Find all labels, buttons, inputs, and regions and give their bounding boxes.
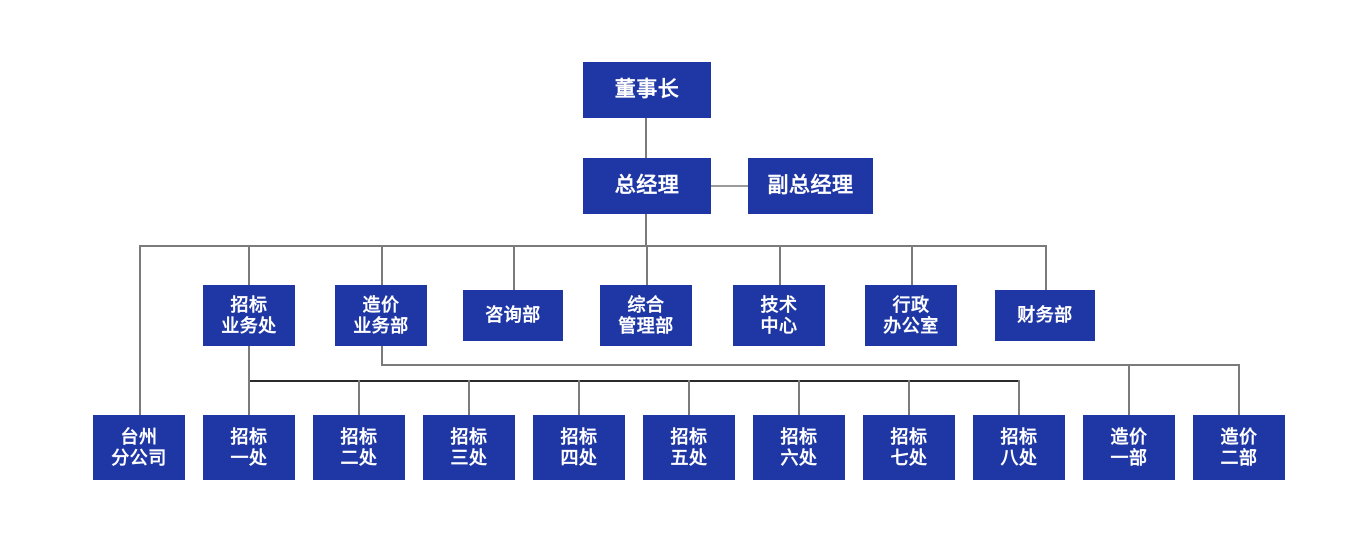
node-dept-technology-center[interactable]: 技术 中心 xyxy=(733,285,825,346)
bus-bid-units xyxy=(248,380,1020,382)
node-unit-bidding-7[interactable]: 招标 七处 xyxy=(863,415,955,480)
node-unit-cost-2[interactable]: 造价 二部 xyxy=(1193,415,1285,480)
node-dept-general-management[interactable]: 综合 管理部 xyxy=(600,285,692,346)
node-unit-bidding-7-label: 招标 七处 xyxy=(890,427,928,468)
drop-to-dept-1 xyxy=(248,245,250,285)
drop-to-unit-6 xyxy=(688,380,690,415)
drop-to-dept-5 xyxy=(779,245,781,285)
drop-to-unit-4 xyxy=(468,380,470,415)
node-dept-general-management-label: 综合 管理部 xyxy=(618,295,674,336)
node-dept-bidding-business[interactable]: 招标 业务处 xyxy=(203,285,295,346)
node-unit-bidding-1[interactable]: 招标 一处 xyxy=(203,415,295,480)
node-unit-taizhou-branch[interactable]: 台州 分公司 xyxy=(93,415,185,480)
drop-to-unit-2 xyxy=(248,380,250,415)
node-dept-consulting[interactable]: 咨询部 xyxy=(463,290,563,341)
node-chairman[interactable]: 董事长 xyxy=(583,62,711,118)
node-deputy-general-manager[interactable]: 副总经理 xyxy=(748,158,873,214)
connector-chairman-to-gm xyxy=(645,118,647,158)
bus-departments xyxy=(139,245,1047,247)
drop-to-unit-11 xyxy=(1238,364,1240,415)
node-dept-administrative-office-label: 行政 办公室 xyxy=(883,295,939,336)
drop-to-dept-3 xyxy=(513,245,515,290)
node-unit-cost-2-label: 造价 二部 xyxy=(1220,427,1258,468)
node-unit-bidding-5[interactable]: 招标 五处 xyxy=(643,415,735,480)
drop-dept-2-to-cost-bus xyxy=(381,346,383,366)
node-unit-cost-1[interactable]: 造价 一部 xyxy=(1083,415,1175,480)
node-unit-bidding-6-label: 招标 六处 xyxy=(780,427,818,468)
drop-to-unit-1 xyxy=(139,245,141,415)
node-unit-bidding-4-label: 招标 四处 xyxy=(560,427,598,468)
node-unit-bidding-5-label: 招标 五处 xyxy=(670,427,708,468)
node-dept-finance-label: 财务部 xyxy=(1017,305,1073,326)
node-dept-bidding-business-label: 招标 业务处 xyxy=(221,295,277,336)
node-unit-bidding-1-label: 招标 一处 xyxy=(230,427,268,468)
node-unit-bidding-6[interactable]: 招标 六处 xyxy=(753,415,845,480)
drop-to-dept-4 xyxy=(646,245,648,285)
node-general-manager-label: 总经理 xyxy=(614,174,680,198)
node-unit-bidding-8-label: 招标 八处 xyxy=(1000,427,1038,468)
node-dept-cost-business[interactable]: 造价 业务部 xyxy=(335,285,427,346)
connector-gm-to-deputy xyxy=(710,185,748,187)
node-unit-bidding-2[interactable]: 招标 二处 xyxy=(313,415,405,480)
node-dept-technology-center-label: 技术 中心 xyxy=(760,295,798,336)
drop-dept-1-to-bid-bus xyxy=(248,346,250,382)
node-unit-taizhou-branch-label: 台州 分公司 xyxy=(111,427,167,468)
node-dept-finance[interactable]: 财务部 xyxy=(995,290,1095,341)
node-dept-administrative-office[interactable]: 行政 办公室 xyxy=(865,285,957,346)
drop-to-unit-9 xyxy=(1018,380,1020,415)
node-unit-bidding-3-label: 招标 三处 xyxy=(450,427,488,468)
node-unit-bidding-2-label: 招标 二处 xyxy=(340,427,378,468)
node-unit-bidding-8[interactable]: 招标 八处 xyxy=(973,415,1065,480)
node-chairman-label: 董事长 xyxy=(614,78,680,102)
node-deputy-general-manager-label: 副总经理 xyxy=(767,174,854,198)
drop-to-unit-7 xyxy=(798,380,800,415)
drop-to-unit-10 xyxy=(1128,364,1130,415)
bus-cost-units xyxy=(381,364,1239,366)
node-general-manager[interactable]: 总经理 xyxy=(583,158,711,214)
drop-to-unit-8 xyxy=(908,380,910,415)
node-unit-cost-1-label: 造价 一部 xyxy=(1110,427,1148,468)
connector-gm-to-bus xyxy=(645,214,647,246)
drop-to-dept-2 xyxy=(381,245,383,285)
node-dept-cost-business-label: 造价 业务部 xyxy=(353,295,409,336)
node-dept-consulting-label: 咨询部 xyxy=(485,305,541,326)
node-unit-bidding-4[interactable]: 招标 四处 xyxy=(533,415,625,480)
drop-to-dept-7 xyxy=(1045,245,1047,290)
drop-to-unit-5 xyxy=(578,380,580,415)
drop-to-unit-3 xyxy=(358,380,360,415)
drop-to-dept-6 xyxy=(911,245,913,285)
node-unit-bidding-3[interactable]: 招标 三处 xyxy=(423,415,515,480)
